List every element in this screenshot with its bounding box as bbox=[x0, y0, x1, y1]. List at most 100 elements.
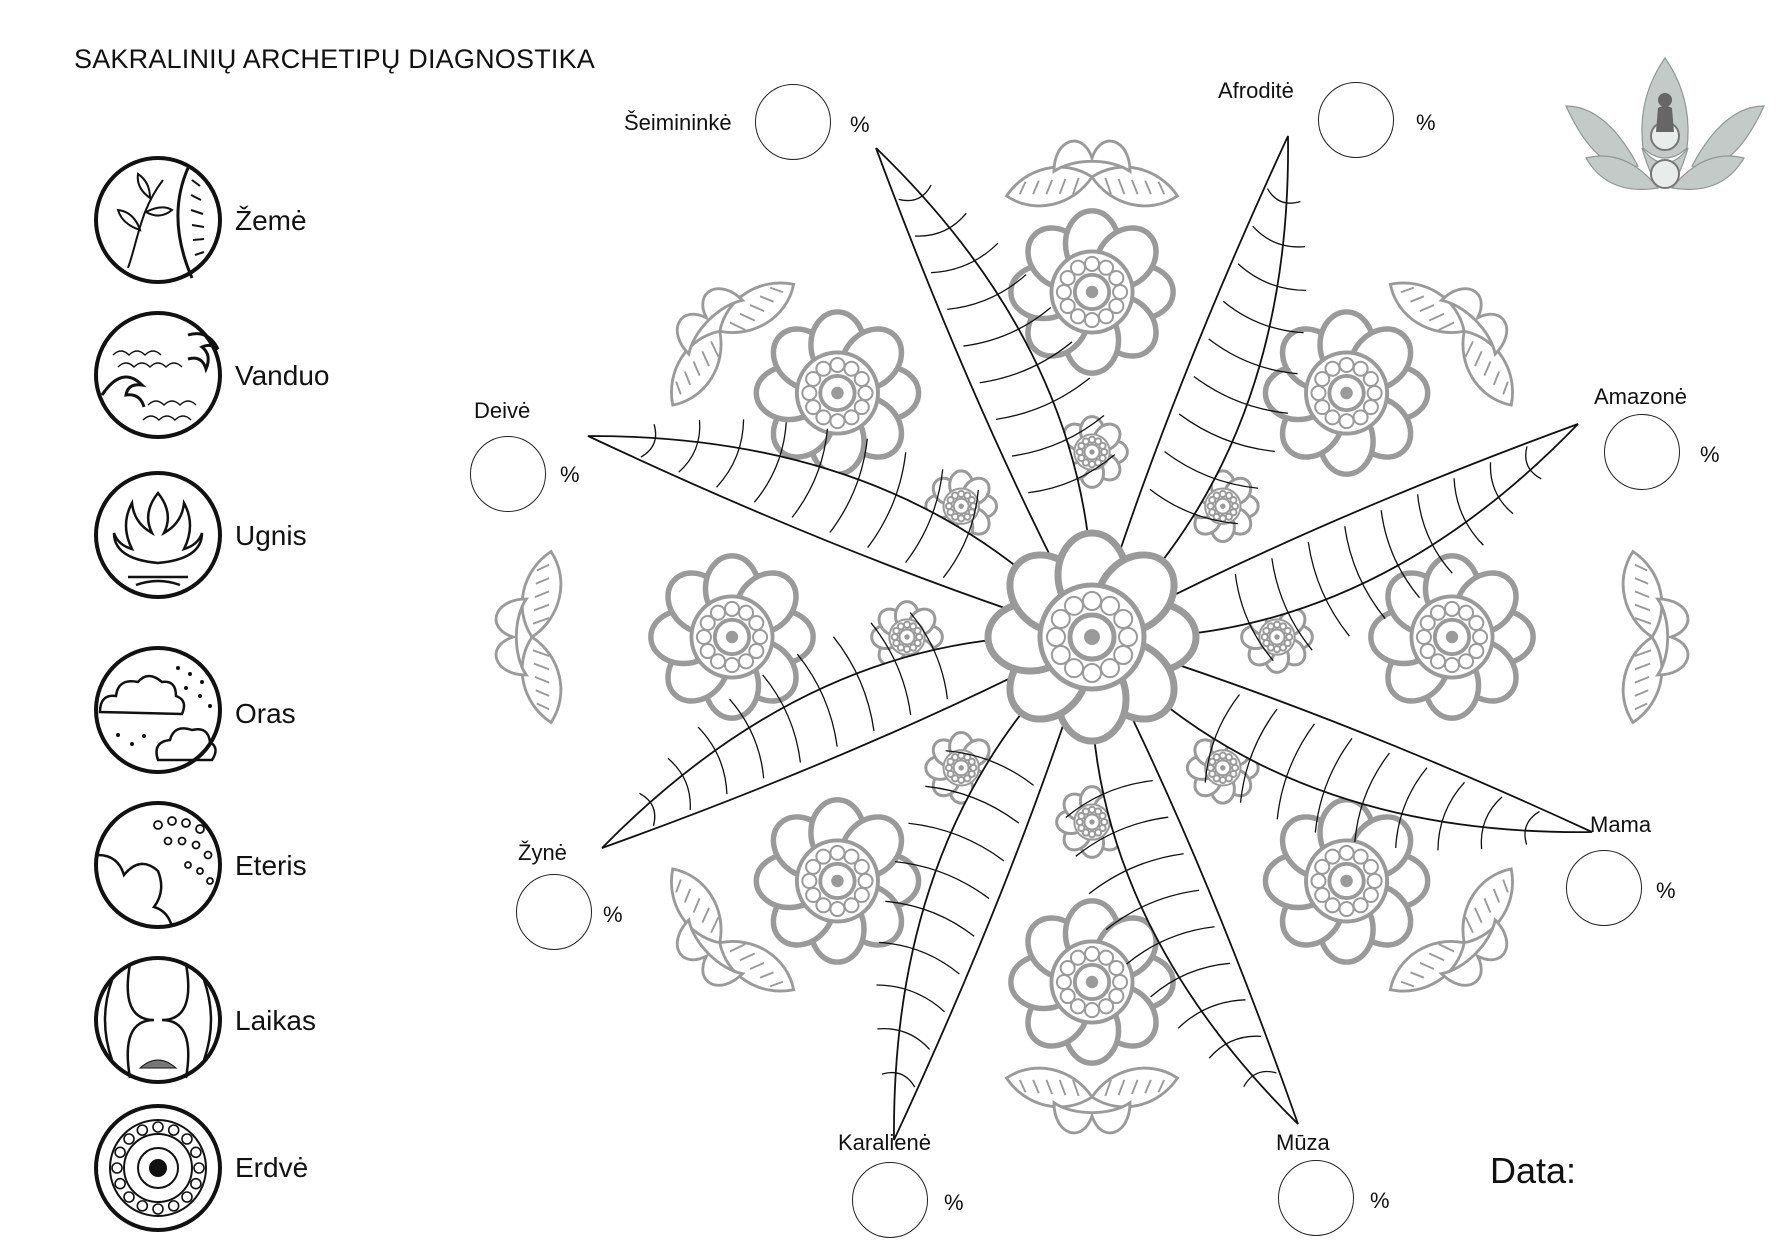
leaf-vein bbox=[739, 952, 756, 962]
leaf-vein bbox=[1419, 304, 1435, 312]
archetype-label: Afroditė bbox=[1218, 78, 1294, 103]
percent-input-circle[interactable] bbox=[1318, 82, 1394, 158]
petal-scale-line bbox=[947, 274, 1027, 311]
space-petal bbox=[152, 1203, 164, 1215]
flower-dot bbox=[967, 769, 976, 778]
leaf-vein bbox=[1502, 381, 1509, 395]
percent-sign: % bbox=[560, 462, 580, 487]
flower-center bbox=[831, 386, 844, 400]
flower-dot bbox=[1081, 828, 1090, 837]
flower-center bbox=[1340, 386, 1353, 400]
leaf-motif bbox=[494, 549, 563, 725]
petal-scale-line bbox=[942, 489, 979, 579]
percent-input-circle[interactable] bbox=[852, 1162, 928, 1238]
leaf-vein bbox=[1634, 617, 1652, 625]
space-petal bbox=[136, 1124, 149, 1136]
petal-scale-line bbox=[945, 750, 1034, 786]
flower-center-ring bbox=[1268, 628, 1286, 646]
leaf-vein bbox=[1400, 286, 1415, 294]
lotus-logo-icon bbox=[1565, 56, 1765, 190]
petal-scale-line bbox=[1489, 462, 1514, 515]
flower-center bbox=[1445, 630, 1459, 644]
flower-center-ring bbox=[1327, 373, 1366, 413]
flower-dot bbox=[1077, 811, 1086, 820]
petal-scale-line bbox=[1105, 889, 1200, 931]
percent-input-circle[interactable] bbox=[1278, 1160, 1354, 1236]
element-label-space: Erdvė bbox=[235, 1152, 309, 1183]
archetype-label: Žynė bbox=[518, 840, 567, 865]
flower-dot bbox=[1108, 298, 1125, 315]
space-petal bbox=[152, 1121, 164, 1133]
petal-scale-line bbox=[1395, 767, 1428, 848]
percent-input-circle[interactable] bbox=[1566, 850, 1642, 926]
flower-center-ring bbox=[1214, 759, 1232, 777]
archetype-petal bbox=[601, 635, 1096, 849]
leaf-vein bbox=[1157, 181, 1166, 195]
leaf-vein bbox=[701, 907, 710, 923]
flower-dot bbox=[1279, 622, 1288, 631]
leaf-vein bbox=[1104, 1079, 1112, 1097]
page-title: SAKRALINIŲ ARCHETIPŲ DIAGNOSTIKA bbox=[74, 44, 596, 74]
leaf-vein bbox=[1131, 179, 1139, 195]
flower-dot bbox=[1059, 269, 1076, 286]
leaf bbox=[675, 287, 746, 358]
leaf-vein bbox=[1032, 1079, 1040, 1094]
leaf-vein bbox=[535, 577, 550, 585]
leaf-vein bbox=[1058, 178, 1067, 195]
flower-dot bbox=[853, 399, 870, 416]
flower-dot bbox=[1362, 399, 1379, 416]
flower-dot bbox=[1077, 441, 1086, 450]
small-flower bbox=[1055, 415, 1129, 489]
flower-dot bbox=[1352, 848, 1369, 865]
flower-center-ring bbox=[818, 373, 857, 413]
leaf bbox=[675, 916, 746, 987]
flower-dot bbox=[1098, 949, 1115, 966]
percent-input-circle[interactable] bbox=[470, 436, 546, 512]
flower-dot bbox=[709, 653, 726, 670]
space-petal bbox=[167, 1124, 180, 1136]
archetype-petal bbox=[587, 435, 1095, 639]
flower-dot bbox=[1098, 824, 1107, 833]
flower-center-ring bbox=[1067, 612, 1117, 662]
leaf-vein bbox=[1634, 603, 1651, 612]
percent-input-circle[interactable] bbox=[755, 84, 831, 160]
flower-dot bbox=[1419, 614, 1436, 631]
petal-scale-line bbox=[908, 822, 1005, 862]
space-icon bbox=[88, 1098, 228, 1238]
space-petal bbox=[114, 1146, 126, 1159]
flower-dot bbox=[1229, 757, 1238, 766]
flower-dot bbox=[1314, 370, 1331, 388]
leaf-vein bbox=[1058, 1079, 1067, 1096]
petal-scale-line bbox=[881, 1071, 916, 1088]
flower-dot bbox=[853, 886, 870, 904]
leaf-vein bbox=[1634, 689, 1649, 697]
petal-scale-line bbox=[1252, 225, 1306, 248]
leaf bbox=[1052, 1099, 1132, 1135]
archetype-petal bbox=[1088, 423, 1579, 639]
petal-scale-line bbox=[1525, 446, 1542, 480]
mid-flower bbox=[1008, 898, 1176, 1066]
flower-dot bbox=[1212, 512, 1221, 521]
percent-input-circle[interactable] bbox=[516, 874, 592, 950]
leaf-vein bbox=[759, 295, 774, 303]
flower-center bbox=[958, 503, 964, 509]
percent-input-circle[interactable] bbox=[1604, 414, 1680, 490]
leaf-vein bbox=[1018, 1079, 1027, 1093]
flower-dot bbox=[946, 757, 955, 766]
leaf-vein bbox=[692, 898, 701, 913]
flower-dot bbox=[1212, 774, 1221, 783]
flower-dot bbox=[1224, 753, 1233, 762]
flower-center bbox=[1085, 285, 1099, 299]
petal-scale-line bbox=[1208, 1035, 1261, 1059]
mid-flower bbox=[648, 553, 816, 721]
leaf-vein bbox=[729, 943, 746, 953]
leaf-vein bbox=[692, 361, 701, 376]
space-petal bbox=[181, 1191, 193, 1203]
petal-scale-line bbox=[1344, 526, 1386, 620]
petal-scale-line bbox=[639, 792, 656, 827]
petal-scale-line bbox=[1204, 694, 1241, 783]
leaf-vein bbox=[1157, 1079, 1166, 1093]
petal-scale-line bbox=[762, 674, 802, 763]
percent-sign: % bbox=[944, 1190, 964, 1215]
